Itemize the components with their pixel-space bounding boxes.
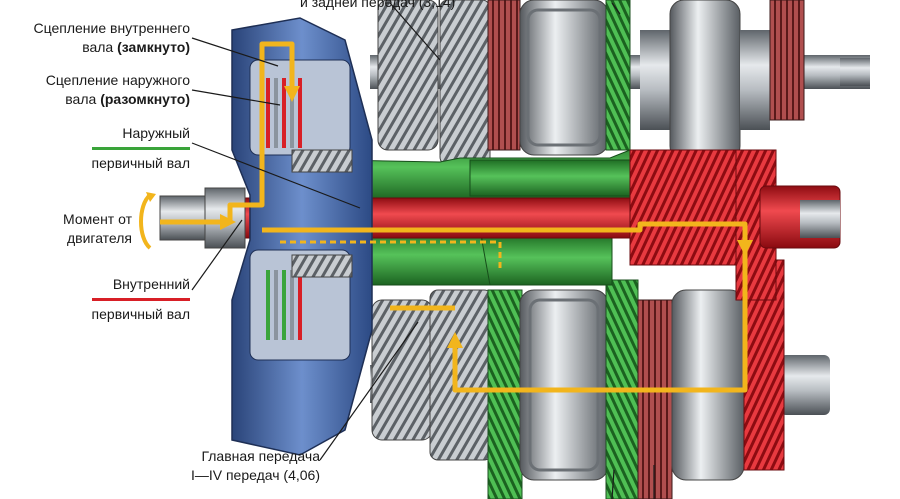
inner-shaft-line1: Внутренний [91, 275, 190, 301]
lower-countershaft [370, 259, 830, 499]
engine-rotation-arrow [139, 192, 156, 250]
label-inner-shaft: Внутренний первичный вал [91, 275, 190, 324]
label-top-partial: и задней передач (3,14) [300, 0, 455, 12]
upper-countershaft [370, 0, 870, 166]
outer-clutch-line1: Сцепление наружного [45, 72, 190, 88]
engine-torque-line2: двигателя [66, 230, 132, 246]
label-outer-shaft: Наружный первичный вал [91, 124, 190, 173]
outer-clutch-prefix: вала [65, 91, 101, 107]
dashed-flow [280, 240, 502, 270]
label-inner-clutch: Сцепление внутреннего вала (замкнуто) [33, 19, 190, 57]
label-engine-torque: Момент от двигателя [63, 210, 132, 248]
torque-flow-arrowheads [220, 86, 753, 348]
label-main-gear: Главная передача I—IV передач (4,06) [191, 447, 320, 485]
inner-clutch-state: (замкнуто) [117, 39, 190, 55]
top-partial-text: и задней передач (3,14) [300, 0, 456, 10]
outer-clutch-state: (разомкнуто) [100, 91, 190, 107]
main-gear-line1: Главная передача [201, 448, 320, 464]
label-outer-clutch: Сцепление наружного вала (разомкнуто) [46, 71, 190, 109]
outer-clutch-line2: вала (разомкнуто) [46, 90, 190, 109]
inner-clutch-prefix: вала [82, 39, 118, 55]
outer-shaft-line1: Наружный [91, 124, 190, 150]
outer-shaft-line2: первичный вал [91, 155, 190, 171]
inner-clutch-line2: вала (замкнуто) [33, 38, 190, 57]
inner-shaft-line2: первичный вал [91, 306, 190, 322]
inner-clutch-line1: Сцепление внутреннего [33, 20, 190, 36]
engine-torque-line1: Момент от [63, 211, 132, 227]
dual-clutch-housing [159, 17, 373, 456]
main-gear-line2: I—IV передач (4,06) [190, 467, 320, 483]
leader-lines [191, 2, 655, 499]
